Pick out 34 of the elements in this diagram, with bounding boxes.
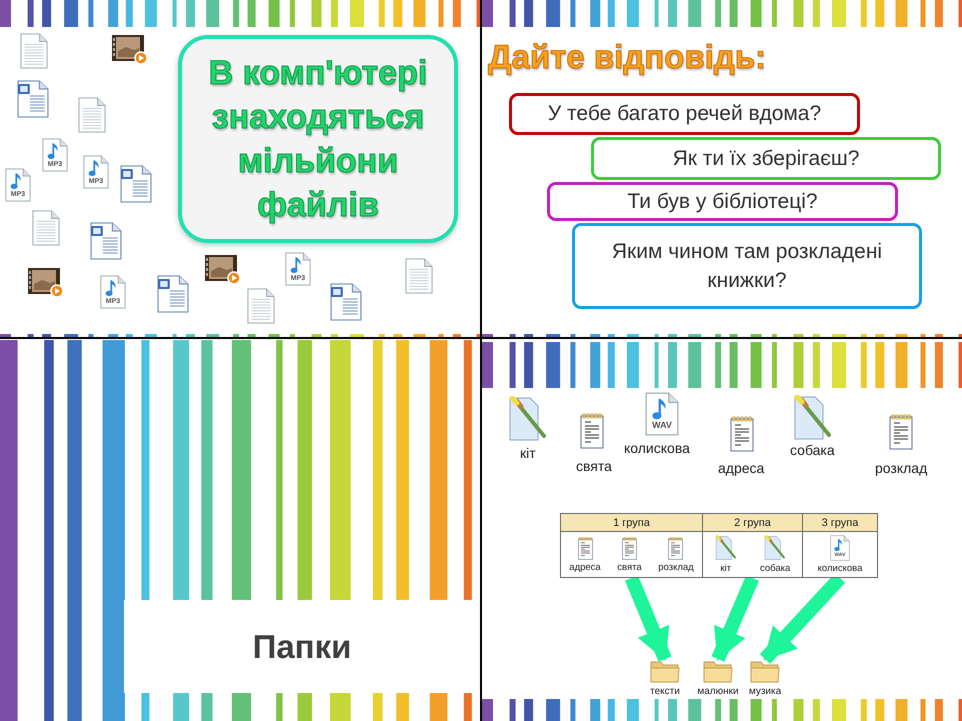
- file-name: собака: [760, 563, 790, 574]
- file-name: свята: [576, 458, 612, 474]
- file-name: розклад: [658, 562, 694, 572]
- heading: Дайте відповідь:: [488, 38, 766, 76]
- folder-name: малюнки: [697, 686, 739, 697]
- question-text: Яким чином там розкладені книжки?: [610, 238, 884, 294]
- file-name: собака: [790, 442, 835, 458]
- question-text: Як ти їх зберігаєш?: [672, 146, 860, 172]
- question-text: У тебе багато речей вдома?: [548, 101, 822, 128]
- file-name: кіт: [720, 563, 731, 574]
- file-name: колискова: [624, 440, 690, 456]
- folder-name: музика: [748, 686, 782, 697]
- table-column: [802, 513, 878, 578]
- file-name: свята: [617, 562, 642, 572]
- table-header-cell: 1 група: [561, 514, 702, 532]
- question-text: Ти був у бібліотеці?: [627, 188, 818, 215]
- table-header-cell: 2 група: [703, 514, 802, 532]
- file-name: розклад: [875, 460, 928, 476]
- question-box: [591, 137, 941, 180]
- table-column: [702, 513, 803, 578]
- table-header-cell: 3 група: [803, 514, 877, 532]
- file-name: адреса: [718, 460, 764, 476]
- folder-name: тексти: [650, 686, 680, 697]
- file-type-label: WAV: [651, 421, 673, 430]
- title-card: [178, 35, 458, 243]
- table-column: [560, 513, 703, 578]
- file-name: адреса: [569, 562, 601, 572]
- section-title: Папки: [252, 628, 352, 666]
- file-name: колискова: [818, 563, 862, 574]
- question-box: [547, 182, 898, 221]
- question-box: [572, 223, 922, 309]
- question-box: [509, 93, 860, 135]
- title-text: В комп'ютері знаходяться мільйони файлів: [208, 52, 428, 226]
- file-name: кіт: [520, 445, 536, 461]
